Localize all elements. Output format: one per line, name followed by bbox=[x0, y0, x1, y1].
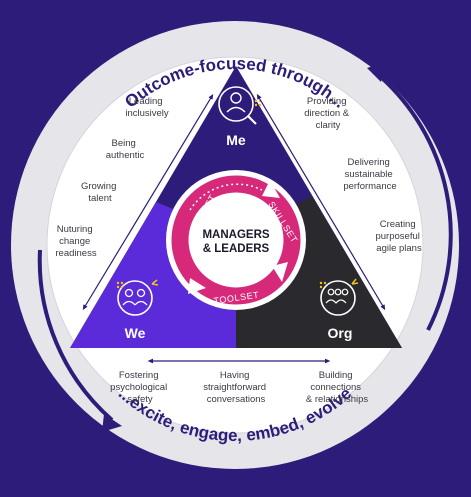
inner-disc-border bbox=[46, 56, 424, 434]
ring-arrow-left-head bbox=[102, 414, 122, 432]
node-me-title: Me bbox=[226, 132, 246, 148]
node-we-title: We bbox=[125, 325, 146, 341]
label-creating-purposeful-agile-plans: Creating purposeful agile plans bbox=[375, 219, 422, 254]
node-org-title: Org bbox=[328, 325, 353, 341]
label-having-straightforward-conversations: Having straightforward conversations bbox=[203, 370, 268, 405]
center-title-line1: MANAGERS bbox=[202, 229, 269, 241]
person-magnifier-icon bbox=[218, 86, 254, 122]
label-nuturing-change-readiness: Nuturing change readiness bbox=[55, 224, 96, 259]
left-edge-arrow bbox=[82, 93, 214, 311]
ring-arrow-left bbox=[37, 249, 114, 422]
center-title-line2: & LEADERS bbox=[203, 243, 270, 255]
ring-arrow-right bbox=[373, 70, 453, 331]
center-ring-seam-top bbox=[189, 183, 263, 211]
node-me: Me bbox=[218, 86, 262, 148]
ring-arrow-right-head bbox=[367, 62, 386, 82]
label-growing-talent: Growing talent bbox=[81, 181, 119, 204]
right-edge-arrow bbox=[256, 93, 386, 311]
label-fostering-psychological-safety: Fostering psychological safety bbox=[110, 370, 170, 405]
label-building-connections-relationships: Building connections & relationships bbox=[306, 370, 369, 405]
label-delivering-sustainable-performance: Delivering sustainable performance bbox=[343, 157, 396, 192]
label-providing-direction-clarity: Providing direction & clarity bbox=[304, 96, 352, 131]
label-being-authentic: Being authentic bbox=[106, 138, 145, 161]
label-leading-inclusively: Leading inclusively bbox=[125, 96, 169, 119]
